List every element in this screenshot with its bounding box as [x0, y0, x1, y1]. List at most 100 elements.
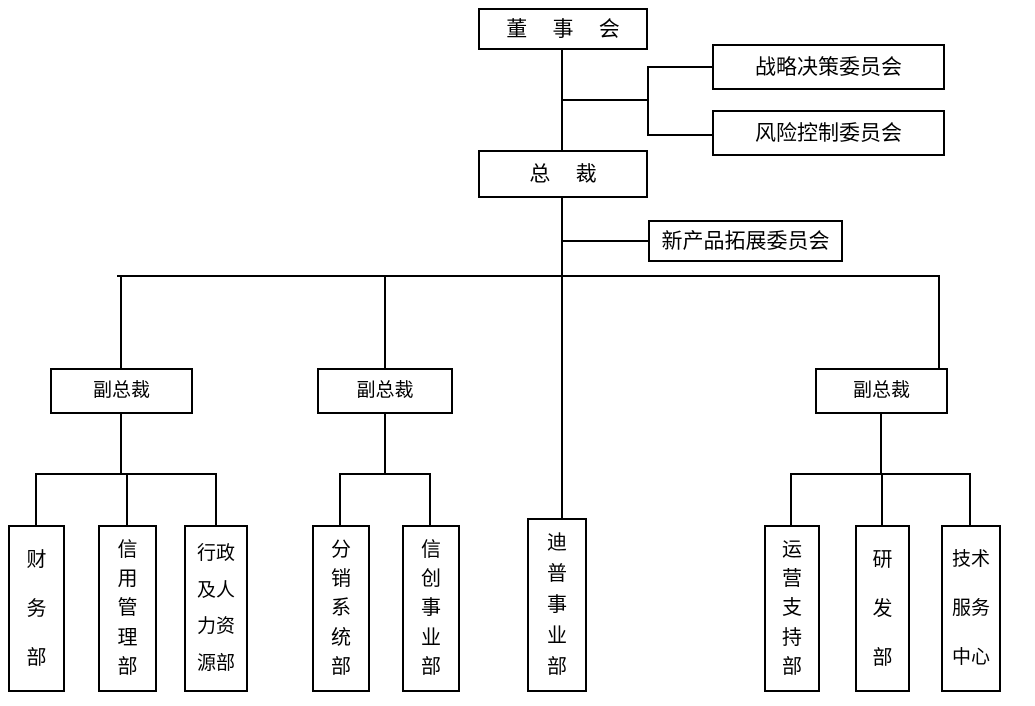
vertical-text-char: 政 [216, 542, 236, 564]
dept-xinchuang-division-columns: 信创事业部 [406, 535, 456, 682]
node-dept-admin-hr[interactable]: 政人资部行及力源 [184, 525, 248, 692]
vertical-text-char: 务 [26, 597, 47, 620]
vertical-text-char: 部 [216, 653, 236, 675]
vertical-text-char: 中 [951, 647, 971, 668]
node-strategy-committee[interactable]: 战略决策委员会 [712, 44, 945, 90]
node-dept-distribution-system[interactable]: 分销系统部 [312, 525, 370, 692]
vertical-text-char: 部 [872, 646, 893, 669]
connector-vp-1-drop [120, 414, 122, 475]
vertical-text-char: 财 [26, 548, 47, 571]
vertical-text-char: 统 [331, 626, 351, 649]
vertical-text-char: 源 [196, 653, 216, 675]
node-dept-dptech-division[interactable]: 迪普事业部 [527, 518, 587, 692]
vertical-text-char: 务 [971, 598, 991, 619]
vertical-text-char: 心 [971, 647, 991, 668]
vertical-text-char: 部 [331, 656, 351, 679]
node-vice-president-3-label: 副总裁 [852, 379, 910, 401]
connector-bus-to-vp-1 [120, 275, 122, 368]
vertical-text-char: 系 [331, 597, 351, 620]
dept-distribution-system-columns: 分销系统部 [316, 535, 366, 682]
node-vice-president-2-label: 副总裁 [356, 379, 414, 401]
connector-president-to-main-bus [561, 198, 563, 276]
dept-credit-management-columns: 信用管理部 [102, 535, 153, 682]
vertical-text-char: 迪 [547, 532, 567, 555]
connector-vp-3-to-rnd [881, 473, 883, 525]
connector-vp-2-drop [384, 414, 386, 475]
vertical-text-char: 创 [421, 568, 441, 591]
vertical-text-char: 持 [782, 626, 802, 649]
node-dept-research-development[interactable]: 研发部 [855, 525, 910, 692]
node-president[interactable]: 总 裁 [478, 150, 648, 198]
node-board-of-directors-label: 董 事 会 [506, 16, 630, 41]
node-dept-finance[interactable]: 财务部 [8, 525, 65, 692]
node-dept-operation-support[interactable]: 运营支持部 [764, 525, 820, 692]
vertical-text-char: 部 [26, 646, 47, 669]
node-new-product-committee[interactable]: 新产品拓展委员会 [648, 220, 843, 262]
vertical-text-column: 技服中 [952, 535, 971, 682]
vertical-text-char: 部 [117, 656, 138, 679]
node-board-of-directors[interactable]: 董 事 会 [478, 8, 648, 50]
vertical-text-column: 运营支持部 [782, 535, 802, 682]
node-vice-president-3[interactable]: 副总裁 [815, 368, 948, 414]
vertical-text-column: 信用管理部 [118, 535, 138, 682]
vertical-text-char: 人 [216, 579, 236, 601]
connector-to-risk-committee [647, 134, 713, 136]
vertical-text-char: 普 [547, 563, 567, 586]
connector-vp-2-to-xinchuang [429, 473, 431, 525]
vertical-text-column: 术务心 [971, 535, 990, 682]
dept-research-development-columns: 研发部 [859, 535, 906, 682]
vertical-text-char: 部 [782, 656, 802, 679]
dept-operation-support-columns: 运营支持部 [768, 535, 816, 682]
vertical-text-char: 分 [331, 538, 351, 561]
node-vice-president-2[interactable]: 副总裁 [317, 368, 453, 414]
node-dept-xinchuang-division[interactable]: 信创事业部 [402, 525, 460, 692]
dept-admin-hr-columns: 政人资部行及力源 [188, 535, 244, 682]
connector-vp-1-to-admin-hr [215, 473, 217, 525]
vertical-text-char: 行 [196, 542, 216, 564]
node-dept-technical-service-center[interactable]: 术务心技服中 [941, 525, 1001, 692]
vertical-text-column: 迪普事业部 [547, 528, 567, 682]
vertical-text-column: 信创事业部 [421, 535, 441, 682]
vertical-text-char: 部 [547, 655, 567, 678]
vertical-text-column: 研发部 [873, 535, 893, 682]
connector-to-new-product-committee [561, 240, 649, 242]
node-vice-president-1[interactable]: 副总裁 [50, 368, 193, 414]
vertical-text-char: 事 [421, 597, 441, 620]
node-dept-credit-management[interactable]: 信用管理部 [98, 525, 157, 692]
vertical-text-char: 理 [117, 626, 138, 649]
dept-technical-service-center-columns: 术务心技服中 [945, 535, 997, 682]
connector-bus-to-vp-2 [384, 275, 386, 368]
vertical-text-char: 营 [782, 568, 802, 591]
vertical-text-char: 研 [872, 548, 893, 571]
dept-dptech-division-columns: 迪普事业部 [531, 528, 583, 682]
node-risk-committee[interactable]: 风险控制委员会 [712, 110, 945, 156]
vertical-text-char: 用 [117, 568, 138, 591]
vertical-text-char: 信 [421, 538, 441, 561]
connector-vp-3-drop [880, 414, 882, 475]
vertical-text-column: 政人资部 [216, 535, 235, 682]
connector-vp-3-to-ops-support [790, 473, 792, 525]
node-vice-president-1-label: 副总裁 [92, 379, 150, 401]
connector-vp-2-to-distribution [339, 473, 341, 525]
vertical-text-column: 财务部 [27, 535, 47, 682]
connector-vp-3-bus [790, 473, 971, 475]
connector-president-to-dptech [561, 275, 563, 518]
connector-vp-2-bus [339, 473, 431, 475]
vertical-text-char: 信 [117, 538, 138, 561]
node-president-label: 总 裁 [529, 161, 607, 186]
vertical-text-char: 业 [547, 624, 567, 647]
vertical-text-char: 业 [421, 626, 441, 649]
connector-vp-1-to-credit [126, 473, 128, 525]
vertical-text-char: 及 [196, 579, 216, 601]
connector-vp-1-to-finance [35, 473, 37, 525]
connector-main-bus [117, 275, 940, 277]
vertical-text-char: 销 [331, 568, 351, 591]
vertical-text-char: 支 [782, 597, 802, 620]
vertical-text-char: 发 [872, 597, 893, 620]
node-risk-committee-label: 风险控制委员会 [755, 120, 902, 145]
vertical-text-char: 技 [951, 549, 971, 570]
connector-vp-3-to-tech-service [969, 473, 971, 525]
vertical-text-column: 分销系统部 [331, 535, 351, 682]
node-new-product-committee-label: 新产品拓展委员会 [661, 228, 830, 253]
connector-to-strategy-committee [647, 66, 713, 68]
